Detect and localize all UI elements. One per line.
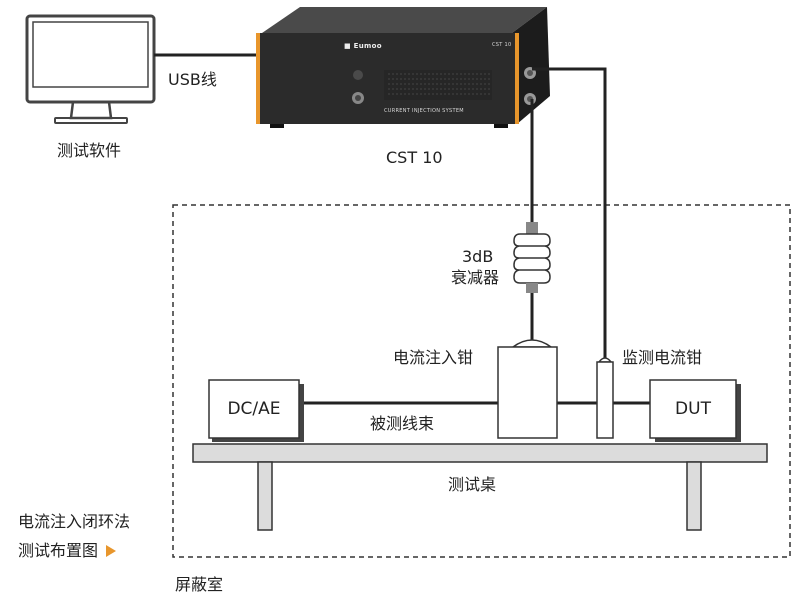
attenuator-label-1: 3dB [462, 247, 494, 266]
injection-clamp [497, 339, 558, 439]
dut-label: DUT [675, 399, 711, 419]
shield-room-label: 屏蔽室 [175, 575, 224, 594]
monitor-clamp [596, 357, 614, 439]
device-name: CST 10 [386, 148, 443, 167]
cst10-device [256, 7, 550, 128]
arrow-right-icon [106, 545, 117, 557]
dut-box [649, 379, 741, 442]
side-caption-line1: 电流注入闭环法 [18, 512, 131, 531]
shield-room-boundary [172, 204, 791, 558]
device-front-caption: CURRENT INJECTION SYSTEM [384, 108, 464, 114]
attenuator-label-2: 衰减器 [451, 268, 500, 287]
injection-clamp-label: 电流注入钳 [393, 348, 474, 367]
harness-label: 被测线束 [370, 414, 435, 433]
table-label: 测试桌 [448, 475, 497, 494]
dcae-box [208, 379, 304, 442]
device-model-tag: CST 10 [492, 42, 512, 48]
usb-label: USB线 [168, 70, 217, 89]
test-table [192, 443, 768, 531]
monitor-clamp-label: 监测电流钳 [622, 348, 703, 367]
monitor-cable [532, 67, 607, 362]
side-caption-line2: 测试布置图 [18, 541, 117, 561]
attenuator [513, 222, 551, 293]
device-logo: ■ Eumoo [344, 42, 382, 50]
computer-monitor-icon [25, 14, 156, 124]
computer-caption: 测试软件 [57, 141, 122, 160]
dcae-label: DC/AE [227, 399, 281, 419]
